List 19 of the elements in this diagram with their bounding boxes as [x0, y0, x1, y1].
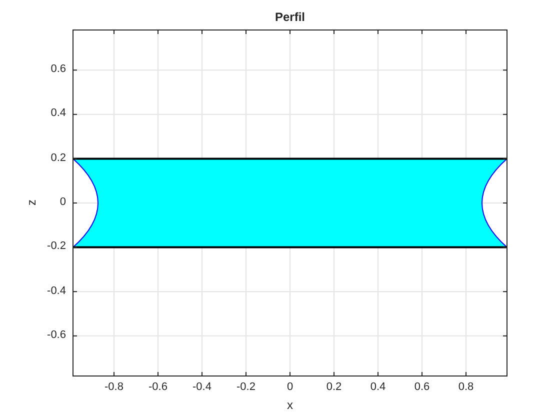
tick-label: -0.2 — [47, 240, 66, 254]
tick-label: -0.2 — [236, 381, 256, 394]
chart-title: Perfil — [275, 11, 305, 24]
tick-label: 0 — [286, 381, 294, 394]
tick-label: -0.4 — [47, 284, 66, 298]
tick-label: 0.6 — [50, 63, 66, 76]
tick-label: 0.8 — [458, 381, 474, 394]
axis-label: z — [26, 200, 38, 206]
tick-label: 0 — [60, 196, 66, 209]
tick-label: -0.4 — [192, 381, 212, 394]
tick-label: 0.2 — [50, 152, 66, 165]
tick-label: 0.6 — [414, 381, 430, 394]
tick-label: 0.4 — [50, 107, 66, 120]
tick-label: 0.4 — [370, 381, 386, 394]
tick-label: -0.6 — [47, 328, 66, 342]
tick-label: 0.2 — [326, 381, 342, 394]
axis-label: x — [287, 399, 293, 412]
tick-label: -0.6 — [148, 381, 168, 394]
tick-label: -0.8 — [104, 381, 124, 394]
